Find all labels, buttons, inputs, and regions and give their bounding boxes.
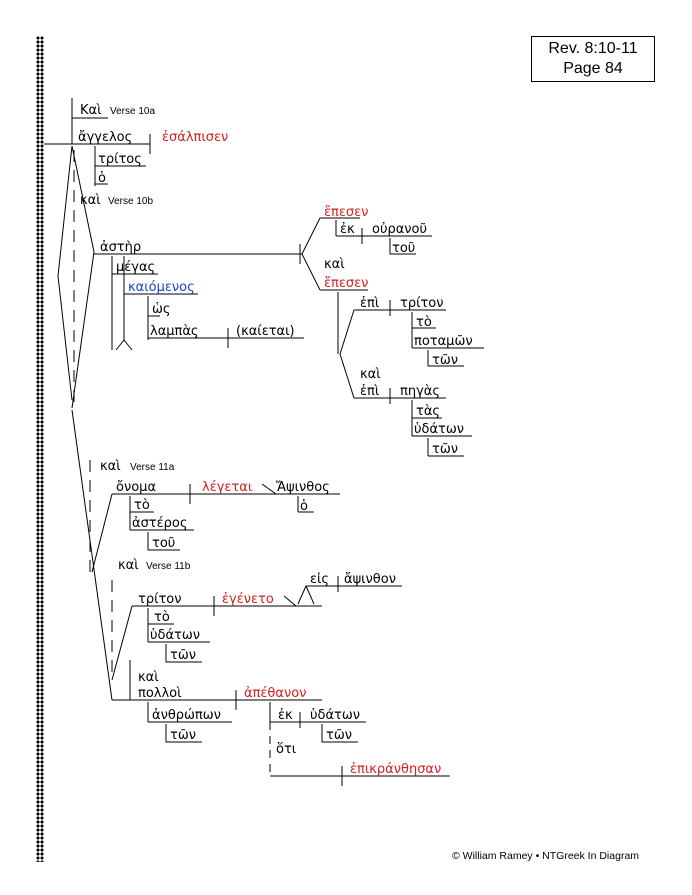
word-kai-11a: καὶ xyxy=(100,459,121,474)
word-ton-2: τῶν xyxy=(432,442,458,457)
pedestal-eis-right xyxy=(305,585,315,605)
diag-6 xyxy=(91,493,113,573)
word-aster: ἀστὴρ xyxy=(100,240,141,255)
pedestal-eis-left xyxy=(297,585,307,605)
word-to-1: τὸ xyxy=(416,315,432,330)
word-legetai: λέγεται xyxy=(202,480,252,495)
word-epesen-2: ἔπεσεν xyxy=(324,276,368,291)
word-egeneto: ἐγένετο xyxy=(222,592,274,607)
word-hoti: ὅτι xyxy=(276,742,296,757)
word-asteros: ἀστέρος xyxy=(132,516,188,531)
word-angelos: ἄγγελος xyxy=(78,130,132,145)
verse-label-11a: Verse 11a xyxy=(130,462,175,473)
word-kai-10a: Καὶ xyxy=(80,103,102,118)
word-polloi: πολλοὶ xyxy=(138,686,182,701)
word-kai-mid: καὶ xyxy=(324,257,345,272)
diag-4 xyxy=(71,251,95,409)
word-potamon: ποταμῶν xyxy=(414,334,473,349)
word-to-3: τὸ xyxy=(154,610,170,625)
predicate-slant-2 xyxy=(283,595,297,607)
word-hydaton-2: ὑδάτων xyxy=(150,628,200,643)
word-pegas: πηγὰς xyxy=(400,384,440,399)
word-to-2: τὸ xyxy=(134,498,150,513)
copyright-footer: © William Ramey • NTGreek In Diagram xyxy=(452,850,640,862)
prep-fork-1 xyxy=(339,309,355,355)
word-ouranou: οὐρανοῦ xyxy=(372,222,427,237)
word-ton-1: τῶν xyxy=(432,353,458,368)
word-esalpisen: ἐσάλπισεν xyxy=(162,130,228,145)
word-ho-2: ὁ xyxy=(300,499,308,514)
word-tou-1: τοῦ xyxy=(392,241,415,256)
word-ek-2: ἐκ xyxy=(278,708,293,723)
word-anthropon: ἀνθρώπων xyxy=(152,708,221,723)
word-apsinthos: Ἄψινθος xyxy=(276,480,330,495)
prep-fork-2 xyxy=(339,353,355,399)
pedestal-left xyxy=(115,339,125,351)
dotted-margin-border xyxy=(36,36,44,862)
word-ho-1: ὁ xyxy=(98,171,106,186)
word-epi-2: ἐπὶ xyxy=(360,384,379,399)
verse-label-10b: Verse 10b xyxy=(108,196,153,207)
verse-label-11b: Verse 11b xyxy=(146,561,191,572)
word-epesen-1: ἔπεσεν xyxy=(324,205,368,220)
word-apsinthon: ἄψινθον xyxy=(344,572,396,587)
word-ton-4: τῶν xyxy=(170,728,196,743)
word-ek-1: ἐκ xyxy=(340,222,355,237)
word-kai-11b: καὶ xyxy=(118,558,139,573)
fork-upper xyxy=(301,217,321,255)
fork-lower xyxy=(301,253,321,291)
reference-verse: Rev. 8:10-11 xyxy=(548,40,638,57)
word-apethanon: ἀπέθανον xyxy=(244,686,306,701)
word-tou-2: τοῦ xyxy=(152,536,175,551)
word-kai-lower: καὶ xyxy=(138,670,159,685)
word-hydaton-3: ὑδάτων xyxy=(310,708,360,723)
word-kaietai: (καίεται) xyxy=(236,324,295,339)
word-tas: τὰς xyxy=(416,404,440,419)
word-kai-10b: καὶ xyxy=(80,193,101,208)
diag-3 xyxy=(71,145,95,253)
predicate-slant-1 xyxy=(261,483,277,495)
diag-7 xyxy=(111,605,133,681)
word-eis: εἰς xyxy=(310,572,329,587)
word-ton-5: τῶν xyxy=(326,728,352,743)
word-megas: μέγας xyxy=(116,260,155,275)
verse-label-10a: Verse 10a xyxy=(110,106,155,117)
reference-box: Rev. 8:10-11 Page 84 xyxy=(531,36,655,82)
word-ton-3: τῶν xyxy=(170,648,196,663)
word-hydaton-1: ὑδάτων xyxy=(414,422,464,437)
word-epikranthesan: ἐπικράνθησαν xyxy=(350,762,441,777)
word-tritos: τρίτος xyxy=(98,152,142,167)
diag-2 xyxy=(57,275,73,401)
pedestal-right xyxy=(123,339,133,351)
word-kaiomenos: καιόμενος xyxy=(128,280,195,295)
word-lampas: λαμπὰς xyxy=(150,324,199,339)
word-kai-mid2: καὶ xyxy=(360,367,381,382)
word-epi-1: ἐπὶ xyxy=(360,296,379,311)
word-triton-1: τρίτον xyxy=(400,296,444,311)
word-triton-2: τρίτον xyxy=(138,592,182,607)
diag-5 xyxy=(71,409,113,701)
diag-1 xyxy=(57,145,73,277)
word-onoma: ὄνομα xyxy=(116,480,156,495)
reference-page: Page 84 xyxy=(563,60,623,77)
word-hos: ὡς xyxy=(152,302,171,317)
